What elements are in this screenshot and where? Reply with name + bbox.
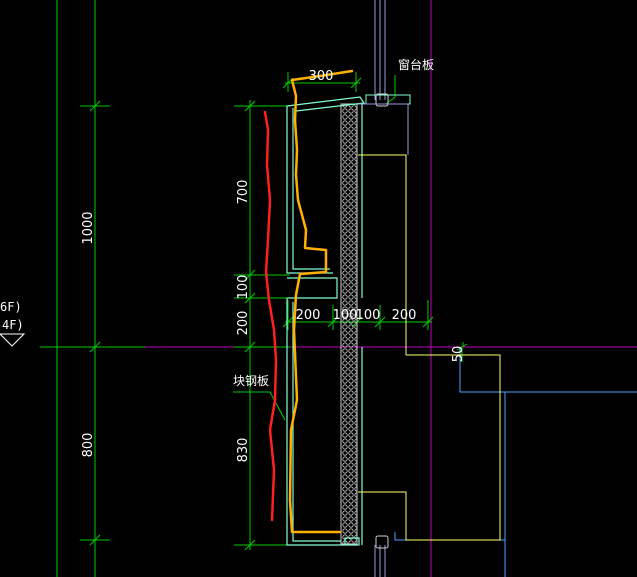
- dim-h-100-b: 100: [356, 308, 381, 323]
- level-triangle-icon: [0, 333, 26, 347]
- cladding-outline: [286, 96, 366, 546]
- label-window-sill: 窗台板: [398, 57, 434, 72]
- dim-h-200-right: 200: [392, 308, 417, 323]
- dim-100: 100: [236, 275, 251, 300]
- dim-50: 50: [451, 346, 466, 363]
- window-sill-board: [358, 93, 411, 549]
- inner-dimension-chain: [234, 100, 290, 551]
- axis-lines: [40, 0, 637, 577]
- left-dimension-chains: [56, 0, 110, 577]
- leader-lines: [233, 75, 396, 421]
- annotation-labels: 窗台板 块钢板: [233, 57, 434, 388]
- level-marker: 6F) 4F): [0, 300, 26, 347]
- dim-top-300: 300: [309, 69, 334, 84]
- window-frame: [358, 154, 501, 541]
- horizontal-dimension-chains: [282, 72, 468, 362]
- dim-830: 830: [236, 438, 251, 463]
- red-markup-curve: [263, 110, 278, 522]
- dim-left-800: 800: [81, 433, 96, 458]
- insulation-layer: [340, 103, 358, 545]
- dim-700: 700: [236, 180, 251, 205]
- level-label-upper: 6F): [0, 300, 22, 314]
- dim-h-200-left: 200: [296, 308, 321, 323]
- label-panel: 块钢板: [233, 374, 269, 388]
- level-label-lower: 4F): [2, 318, 24, 332]
- dim-h-100-a: 100: [333, 308, 358, 323]
- dimension-texts: 1000 800 700 100 200 830 300 200 100 100…: [81, 69, 466, 462]
- yellow-markup-curve: [288, 69, 354, 534]
- dim-left-1000: 1000: [81, 211, 96, 244]
- dim-200-vertical: 200: [236, 311, 251, 336]
